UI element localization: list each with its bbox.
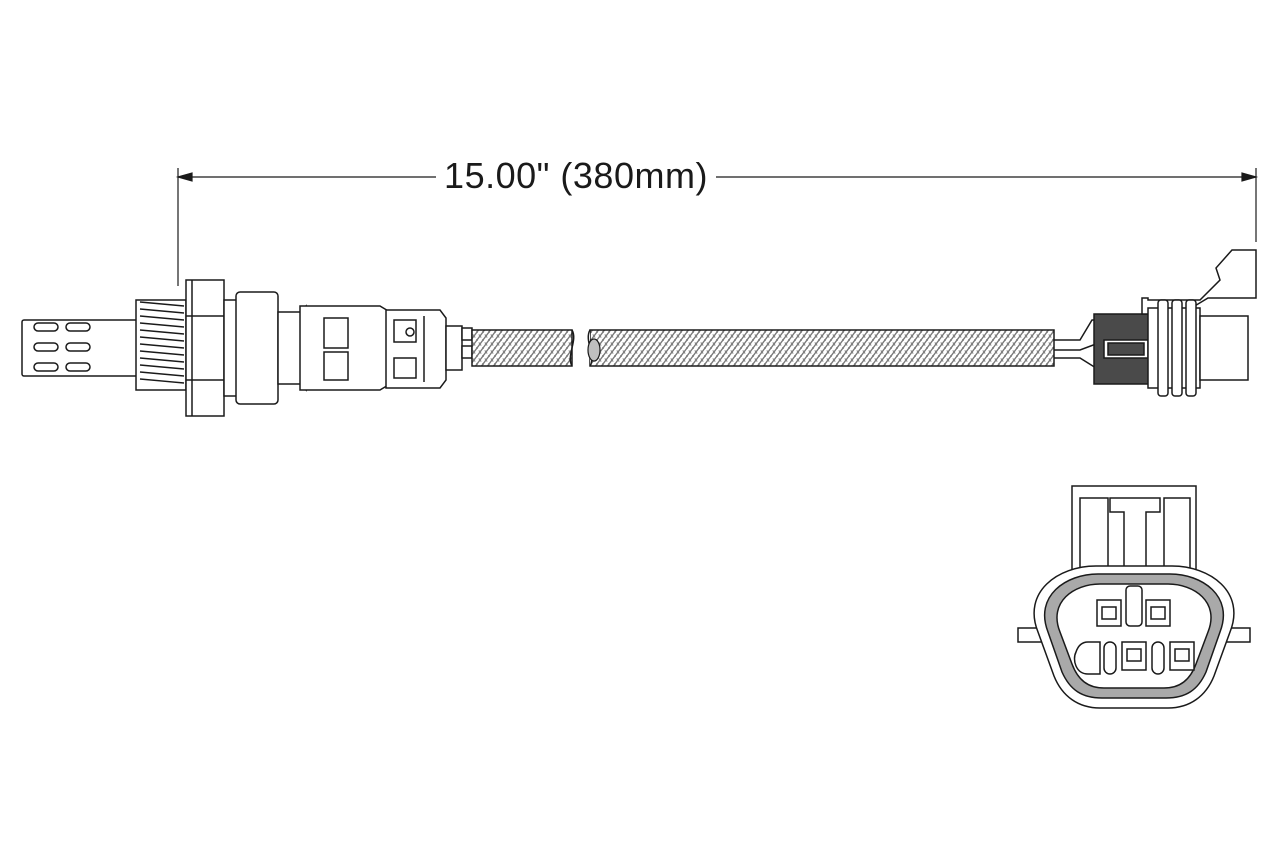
arrow-left-icon [175, 172, 193, 182]
sensor-probe [21, 319, 143, 377]
sensor-body [223, 291, 473, 405]
connector-side-view [1093, 249, 1257, 397]
braided-cable-left [471, 329, 575, 367]
dimension-line [175, 168, 1259, 286]
threaded-section [135, 299, 187, 391]
lead-wires [1054, 319, 1097, 369]
connector-end-view [1017, 485, 1251, 709]
braided-cable-right [587, 329, 1055, 367]
arrow-right-icon [1241, 172, 1259, 182]
hex-nut [185, 279, 225, 417]
